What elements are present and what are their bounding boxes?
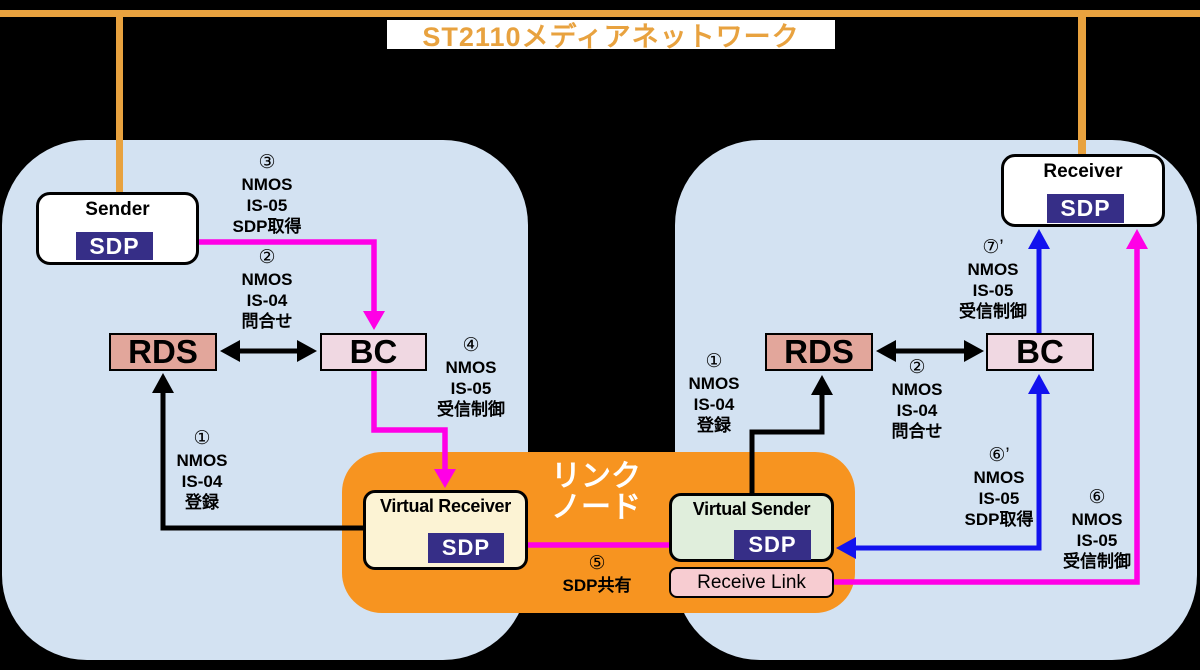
st2110-network-bus-line	[0, 10, 1200, 17]
bc-left-box: BC	[320, 333, 427, 371]
note-center-5-sdp-share: ⑤ SDP共有	[562, 553, 632, 595]
arrow-rds-bc-left	[220, 340, 317, 362]
arrow-rds-bc-right	[876, 340, 984, 362]
note-right-2-query: ② NMOS IS-04 問合せ	[891, 357, 943, 441]
bc-left-label: BC	[349, 333, 398, 370]
sender-sdp-chip: SDP	[76, 232, 153, 260]
rds-right-box: RDS	[765, 333, 873, 371]
sender-label: Sender	[85, 199, 150, 220]
note-right-6p-sdp-fetch: ⑥’ NMOS IS-05 SDP取得	[964, 445, 1034, 529]
page-title: ST2110メディアネットワーク	[422, 22, 800, 52]
arrow-bc-to-virtual-receiver	[371, 371, 456, 488]
sender-node: Sender SDP	[36, 192, 199, 265]
virtual-sender-label: Virtual Sender	[692, 499, 811, 519]
receiver-sdp-chip: SDP	[1047, 194, 1124, 223]
virtual-receiver-sdp-text: SDP	[441, 535, 491, 560]
arrow-receive-link-to-receiver	[834, 229, 1148, 585]
virtual-receiver-label: Virtual Receiver	[380, 496, 511, 516]
note-right-1-register: ① NMOS IS-04 登録	[688, 351, 740, 435]
note-left-2-query: ② NMOS IS-04 問合せ	[241, 247, 293, 331]
virtual-sender-node: Virtual Sender SDP	[669, 493, 834, 562]
receive-link-label: Receive Link	[697, 571, 806, 593]
receiver-network-drop-line	[1078, 17, 1086, 155]
bc-right-box: BC	[986, 333, 1094, 371]
arrow-virtual-receiver-to-rds	[152, 373, 363, 531]
note-right-6-receive-control: ⑥ NMOS IS-05 受信制御	[1063, 487, 1131, 571]
sender-network-drop-line	[116, 17, 123, 193]
arrow-virtual-sender-to-rds	[749, 375, 833, 493]
rds-right-label: RDS	[784, 333, 854, 370]
note-left-3-sdp-fetch: ③ NMOS IS-05 SDP取得	[232, 152, 302, 236]
rds-left-box: RDS	[109, 333, 217, 371]
receiver-sdp-text: SDP	[1060, 195, 1111, 221]
arrow-bc-to-receiver	[1028, 229, 1050, 333]
virtual-sender-sdp-text: SDP	[748, 532, 797, 557]
virtual-receiver-sdp-chip: SDP	[428, 533, 504, 563]
note-left-4-receive-control: ④ NMOS IS-05 受信制御	[437, 335, 505, 419]
sender-sdp-text: SDP	[89, 232, 140, 259]
link-node-label: リンク ノード	[536, 461, 656, 523]
note-left-1-register: ① NMOS IS-04 登録	[176, 428, 228, 512]
link-node-label-line1: リンク	[551, 460, 641, 493]
link-node-label-line2: ノード	[551, 491, 641, 524]
virtual-sender-sdp-chip: SDP	[734, 530, 811, 560]
receiver-label: Receiver	[1043, 161, 1123, 182]
bc-right-label: BC	[1016, 333, 1064, 370]
rds-left-label: RDS	[128, 333, 198, 370]
arrow-bc-to-virtual-sender-sdp	[836, 374, 1050, 559]
receiver-node: Receiver SDP	[1001, 154, 1165, 227]
diagram-title-strip: ST2110メディアネットワーク	[387, 20, 835, 52]
note-right-7-receive-control: ⑦’ NMOS IS-05 受信制御	[959, 237, 1027, 321]
receive-link-box: Receive Link	[669, 567, 834, 598]
virtual-receiver-node: Virtual Receiver SDP	[363, 490, 528, 570]
